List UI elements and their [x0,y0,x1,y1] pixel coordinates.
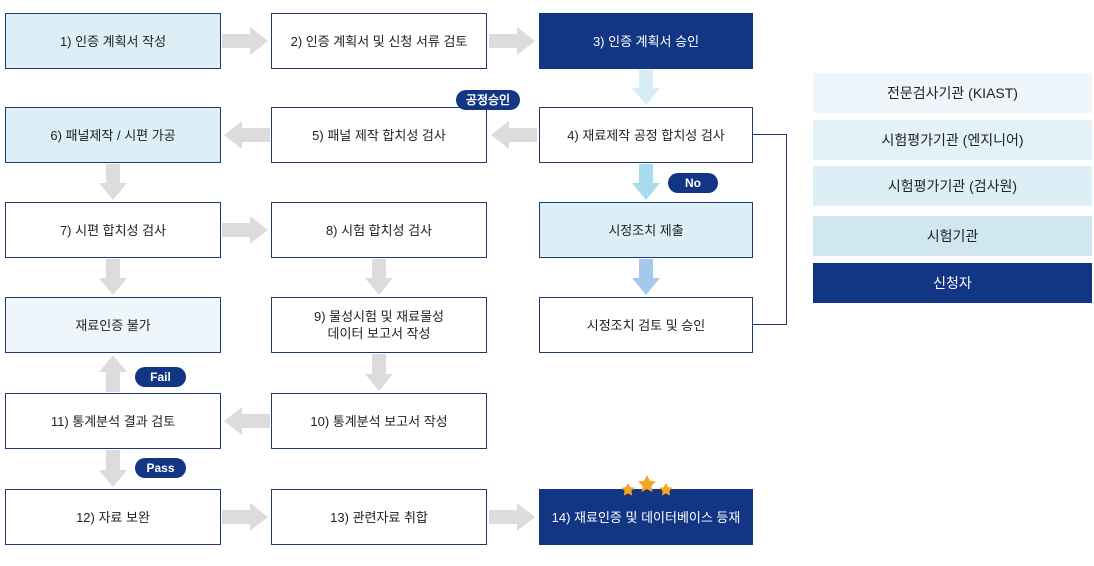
arrow-up-11-fail [99,355,127,392]
arrow-right-2-3 [489,27,535,55]
no-badge: No [668,173,718,193]
step-13-box: 13) 관련자료 취합 [271,489,487,545]
step-13-label: 13) 관련자료 취합 [330,509,428,525]
step-5-box: 5) 패널 제작 합치성 검사 [271,107,487,163]
arrow-down-4-corrective [632,164,660,200]
pass-badge: Pass [135,458,186,478]
arrow-down-corrective-review [632,259,660,295]
step-12-box: 12) 자료 보완 [5,489,221,545]
arrow-down-3-4 [632,70,660,105]
step-12-label: 12) 자료 보완 [76,509,150,525]
certification-fail-box: 재료인증 불가 [5,297,221,353]
star-icon [621,483,635,496]
step-2-box: 2) 인증 계획서 및 신청 서류 검토 [271,13,487,69]
legend-label-inspector: 시험평가기관 (검사원) [887,178,1018,194]
step-2-label: 2) 인증 계획서 및 신청 서류 검토 [290,33,468,49]
step-7-box: 7) 시편 합치성 검사 [5,202,221,258]
star-icon [638,475,656,492]
arrow-left-4-5 [491,121,537,149]
corrective-review-label: 시정조치 검토 및 승인 [586,317,706,333]
step-14-label: 14) 재료인증 및 데이터베이스 등재 [551,509,741,525]
step-14-box: 14) 재료인증 및 데이터베이스 등재 [539,489,753,545]
star-icon [621,475,673,496]
step-5-label: 5) 패널 제작 합치성 검사 [312,127,446,143]
step-10-box: 10) 통계분석 보고서 작성 [271,393,487,449]
step-4-box: 4) 재료제작 공정 합치성 검사 [539,107,753,163]
legend-label-engineer: 시험평가기관 (엔지니어) [881,132,1024,148]
step-3-box: 3) 인증 계획서 승인 [539,13,753,69]
step-1-label: 1) 인증 계획서 작성 [59,33,167,49]
legend-label-test-lab: 시험기관 [926,228,979,244]
step-9-label-line1: 9) 물성시험 및 재료물성 [313,309,445,324]
arrow-down-11-12 [99,450,127,487]
corrective-action-label: 시정조치 제출 [608,222,684,238]
fail-badge: Fail [135,367,186,387]
step-10-label: 10) 통계분석 보고서 작성 [310,413,448,429]
feedback-connector-line [753,134,787,325]
step-7-label: 7) 시편 합치성 검사 [59,222,167,238]
arrow-right-7-8 [222,216,268,244]
corrective-review-box: 시정조치 검토 및 승인 [539,297,753,353]
legend-item-inspector: 시험평가기관 (검사원) [813,166,1092,206]
legend-item-test-lab: 시험기관 [813,216,1092,256]
process-approval-badge: 공정승인 [456,90,520,110]
step-9-box: 9) 물성시험 및 재료물성 데이터 보고서 작성 [271,297,487,353]
arrow-right-13-14 [489,503,535,531]
step-4-label: 4) 재료제작 공정 합치성 검사 [567,127,725,143]
arrow-left-10-11 [224,407,270,435]
step-6-box: 6) 패널제작 / 시편 가공 [5,107,221,163]
arrow-left-5-6 [224,121,270,149]
step-11-label: 11) 통계분석 결과 검토 [50,413,176,429]
step-9-label-line2: 데이터 보고서 작성 [327,326,431,341]
certification-fail-label: 재료인증 불가 [75,317,151,333]
arrow-down-9-10 [365,354,393,391]
arrow-right-1-2 [222,27,268,55]
step-1-box: 1) 인증 계획서 작성 [5,13,221,69]
legend-item-kiast: 전문검사기관 (KIAST) [813,73,1092,113]
star-icon [659,483,673,496]
step-6-label: 6) 패널제작 / 시편 가공 [50,127,176,143]
arrow-down-6-7 [99,164,127,200]
arrow-down-8-9 [365,259,393,295]
legend-item-engineer: 시험평가기관 (엔지니어) [813,120,1092,160]
step-3-label: 3) 인증 계획서 승인 [592,33,700,49]
step-8-box: 8) 시험 합치성 검사 [271,202,487,258]
arrow-right-12-13 [222,503,268,531]
arrow-down-7-fail [99,259,127,295]
legend-item-applicant: 신청자 [813,263,1092,303]
corrective-action-box: 시정조치 제출 [539,202,753,258]
legend-label-applicant: 신청자 [933,275,972,291]
step-11-box: 11) 통계분석 결과 검토 [5,393,221,449]
step-8-label: 8) 시험 합치성 검사 [325,222,433,238]
legend-label-kiast: 전문검사기관 (KIAST) [887,85,1018,101]
